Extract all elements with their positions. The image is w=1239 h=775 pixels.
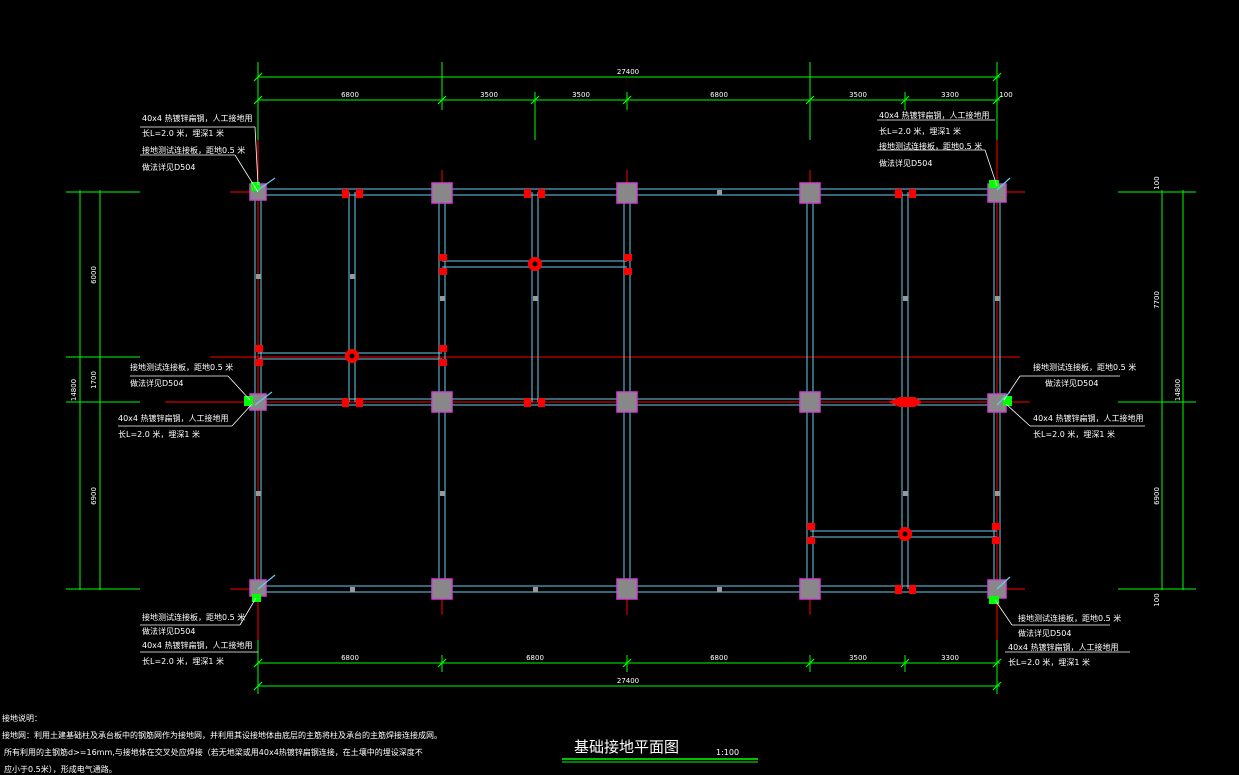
anno-bl-3: 40x4 热镀锌扁钢，人工接地用 [142, 640, 253, 650]
anno-mr-1: 接地测试连接板，距地0.5 米 [1033, 362, 1136, 372]
anno-bl-4: 长L=2.0 米，埋深1 米 [142, 656, 224, 666]
anno-bl-2: 做法详见D504 [142, 626, 195, 636]
dim-left-seg-1: 6000 [90, 266, 98, 284]
anno-ml-3: 40x4 热镀锌扁钢，人工接地用 [118, 413, 229, 423]
dim-right-small-bottom: 100 [1153, 593, 1161, 606]
anno-br-3: 40x4 热镀锌扁钢，人工接地用 [1008, 642, 1119, 652]
notes-line-3: 应小于0.5米），形成电气通路。 [4, 764, 117, 774]
dim-right-seg-2: 6900 [1153, 487, 1161, 505]
cross-junction-centers [349, 261, 908, 537]
ground-terminals [244, 180, 1012, 604]
anno-tl-2: 长L=2.0 米，埋深1 米 [142, 128, 224, 138]
notes-heading: 接地说明： [2, 713, 42, 723]
dimension-lines [66, 62, 1196, 694]
anno-tl-4: 做法详见D504 [142, 162, 195, 172]
anno-br-4: 长L=2.0 米，埋深1 米 [1008, 657, 1090, 667]
anno-mr-2: 做法详见D504 [1045, 378, 1098, 388]
dim-bottom-seg-2: 6800 [526, 654, 544, 662]
anno-ml-1: 接地测试连接板，距地0.5 米 [130, 362, 233, 372]
weld-points [254, 186, 1000, 594]
anno-bl-1: 接地测试连接板，距地0.5 米 [142, 612, 245, 622]
dim-top-seg-6: 3300 [941, 91, 959, 99]
notes-line-2: 所有利用的主钢筋d>=16mm,与接地体在交叉处应焊接（若无地梁或用40x4热镀… [4, 747, 423, 757]
anno-mr-4: 长L=2.0 米，埋深1 米 [1033, 429, 1115, 439]
dim-top-seg-1: 6800 [341, 91, 359, 99]
anno-tr-1: 40x4 热镀锌扁钢，人工接地用 [879, 110, 990, 120]
drawing-title: 基础接地平面图 [574, 738, 679, 756]
dim-bottom-seg-5: 3300 [941, 654, 959, 662]
dim-bottom-seg-3: 6800 [710, 654, 728, 662]
cyan-arrows [254, 177, 1011, 590]
anno-tr-4: 做法详见D504 [879, 158, 932, 168]
dim-right-total: 14800 [1174, 379, 1182, 401]
dim-top-total: 27400 [617, 68, 639, 76]
dimension-ticks [253, 72, 1002, 691]
dim-right-small-top: 100 [1153, 176, 1161, 189]
anno-br-2: 做法详见D504 [1018, 628, 1071, 638]
dim-top-seg-2: 3500 [480, 91, 498, 99]
anno-tr-3: 接地测试连接板，距地0.5 米 [879, 141, 982, 151]
beam-markers [256, 190, 1000, 592]
dim-left-total: 14800 [70, 379, 78, 401]
dim-top-seg-4: 6800 [710, 91, 728, 99]
anno-ml-2: 做法详见D504 [130, 378, 183, 388]
dim-top-small: 100 [999, 91, 1012, 99]
anno-tl-1: 40x4 热镀锌扁钢，人工接地用 [142, 113, 253, 123]
dim-top-seg-5: 3500 [849, 91, 867, 99]
annotation-leaders [118, 119, 1145, 653]
foundation-beams [254, 188, 1001, 593]
dim-bottom-seg-1: 6800 [341, 654, 359, 662]
axis-lines [165, 140, 1030, 640]
anno-mr-3: 40x4 热镀锌扁钢，人工接地用 [1033, 413, 1144, 423]
dim-right-seg-1: 7700 [1153, 291, 1161, 309]
dim-left-seg-3: 6900 [90, 487, 98, 505]
anno-ml-4: 长L=2.0 米，埋深1 米 [118, 429, 200, 439]
anno-tr-2: 长L=2.0 米，埋深1 米 [879, 126, 961, 136]
notes-line-1: 接地网：利用土建基础柱及承台板中的钢筋网作为接地网，并利用其设接地体由底层的主筋… [2, 730, 442, 740]
drawing-scale: 1:100 [716, 748, 739, 757]
anno-br-1: 接地测试连接板，距地0.5 米 [1018, 613, 1121, 623]
dim-left-seg-2: 1700 [90, 371, 98, 389]
anno-tl-3: 接地测试连接板，距地0.5 米 [142, 145, 245, 155]
dim-bottom-seg-4: 3500 [849, 654, 867, 662]
dim-top-seg-3: 3500 [572, 91, 590, 99]
dim-bottom-total: 27400 [617, 677, 639, 685]
